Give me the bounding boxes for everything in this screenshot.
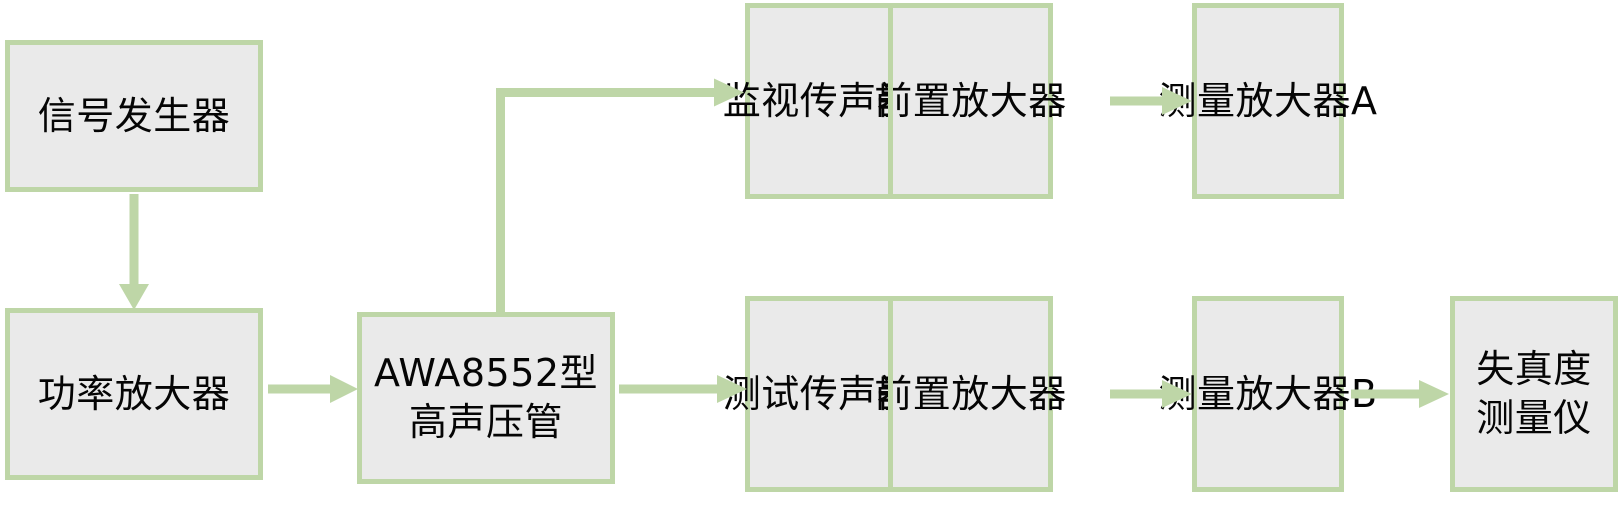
node-label-line: 监视传声器 — [722, 78, 916, 123]
arrowhead-right-icon — [1419, 380, 1449, 408]
connector-signal-to-power — [105, 190, 165, 312]
node-label-line: 失真度 — [1476, 347, 1592, 392]
node-label-line: 前置放大器 — [874, 78, 1067, 123]
connector-tube-to-monitor-mic — [488, 78, 758, 320]
arrowhead-right-icon — [330, 375, 358, 403]
node-label-line: 信号发生器 — [37, 93, 231, 138]
node-label-line: AWA8552型 — [373, 351, 599, 396]
node-power-amplifier[interactable]: 功率放大器 — [5, 308, 263, 480]
node-measuring-amplifier-a[interactable]: 测量放大器A — [1159, 3, 1377, 199]
node-monitor-microphone[interactable]: 监视传声器 — [723, 3, 915, 199]
node-preamplifier-monitor[interactable]: 前置放大器 — [874, 3, 1066, 199]
node-label-line: 高声压管 — [408, 400, 563, 444]
arrowhead-down-icon — [119, 284, 149, 310]
node-preamplifier-test[interactable]: 前置放大器 — [874, 296, 1066, 492]
pair-divider-bottom — [888, 296, 893, 492]
pair-divider-top — [888, 3, 893, 199]
node-measuring-amplifier-b[interactable]: 测量放大器B — [1158, 296, 1377, 492]
node-label-line: 功率放大器 — [37, 371, 231, 416]
node-label-line: 测量放大器A — [1158, 78, 1378, 123]
node-distortion-meter[interactable]: 失真度 测量仪 — [1450, 296, 1618, 492]
node-label-line: 测量放大器B — [1158, 371, 1378, 416]
node-awa8552-high-pressure-tube[interactable]: AWA8552型 高声压管 — [357, 312, 615, 484]
node-signal-generator[interactable]: 信号发生器 — [5, 40, 263, 192]
node-label-line: 测量仪 — [1476, 396, 1592, 440]
node-label-line: 测试传声器 — [722, 371, 916, 416]
node-test-microphone[interactable]: 测试传声器 — [723, 296, 915, 492]
connector-elbow-line — [496, 88, 716, 316]
connector-power-to-tube — [262, 368, 362, 410]
node-label-line: 前置放大器 — [874, 371, 1067, 416]
